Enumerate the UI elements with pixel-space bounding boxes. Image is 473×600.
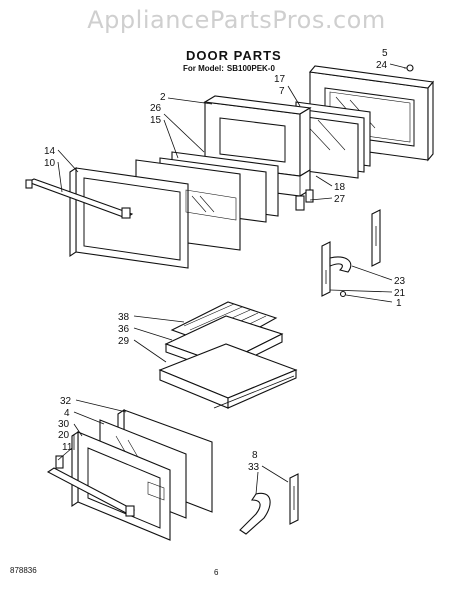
callout-7: 7 <box>279 86 285 97</box>
callout-15: 15 <box>150 115 162 126</box>
callout-36: 36 <box>118 324 130 335</box>
callout-2: 2 <box>160 92 166 103</box>
callout-33: 33 <box>248 462 260 473</box>
callout-32: 32 <box>60 396 72 407</box>
callout-17: 17 <box>274 74 286 85</box>
callout-30: 30 <box>58 419 70 430</box>
watermark: AppliancePartsPros.com <box>87 6 386 34</box>
door-handle <box>25 178 134 219</box>
callout-labels: 5 24 17 7 2 26 15 14 10 18 27 23 21 1 <box>44 48 407 495</box>
callout-1: 1 <box>396 298 402 309</box>
door-hinge <box>321 209 381 298</box>
callout-18: 18 <box>334 182 346 193</box>
oven-rack-drawer <box>158 343 298 409</box>
door-front-frame <box>69 166 237 269</box>
diagram-code: 878836 <box>10 566 37 575</box>
callout-14: 14 <box>44 146 56 157</box>
callout-38: 38 <box>118 312 130 323</box>
model-label: For Model: <box>183 64 224 73</box>
model-line: For Model:SB100PEK-0 <box>183 64 275 73</box>
callout-20: 20 <box>58 430 70 441</box>
callout-26: 26 <box>150 103 162 114</box>
callout-10: 10 <box>44 158 56 169</box>
callout-29: 29 <box>118 336 130 347</box>
callout-27: 27 <box>334 194 346 205</box>
page-number: 6 <box>214 568 219 577</box>
callout-4: 4 <box>64 408 70 419</box>
callout-24: 24 <box>376 60 388 71</box>
lower-door-handle <box>46 455 136 517</box>
callout-5: 5 <box>382 48 388 59</box>
lower-door-hinge <box>239 473 299 535</box>
callout-11: 11 <box>62 442 73 453</box>
model-number: SB100PEK-0 <box>226 64 275 73</box>
callout-21: 21 <box>394 288 406 299</box>
callout-23: 23 <box>394 276 406 287</box>
page-title: DOOR PARTS <box>186 48 282 63</box>
callout-8: 8 <box>252 450 258 461</box>
